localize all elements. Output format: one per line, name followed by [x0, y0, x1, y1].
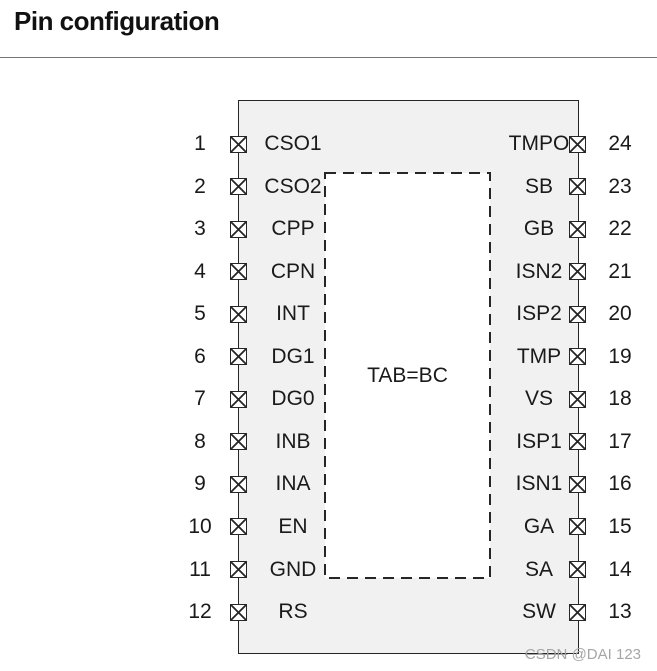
- pin-pad-icon-right: [569, 305, 586, 323]
- pin-label-left: CPN: [270, 259, 316, 283]
- pin-number-right: 20: [608, 302, 632, 326]
- pin-pad-icon-left: [230, 603, 247, 621]
- pin-pad-icon-left: [230, 348, 247, 366]
- pin-pad-icon-right: [569, 220, 586, 238]
- pin-label-right: SW: [522, 600, 556, 624]
- pin-pad-icon-right: [569, 603, 586, 621]
- pin-pad-icon-right: [569, 348, 586, 366]
- pin-row: 5 INT ISP2 20: [0, 293, 657, 335]
- pin-label-right: VS: [524, 387, 553, 411]
- pin-pad-icon-left: [230, 305, 247, 323]
- pin-pad-icon-left: [230, 390, 247, 408]
- tab-label: TAB=BC: [367, 363, 448, 387]
- pin-label-right: ISN2: [515, 259, 563, 283]
- pin-label-left: DG0: [271, 387, 315, 411]
- pin-label-left: INA: [275, 472, 311, 496]
- pin-number-left: 6: [194, 344, 206, 368]
- pin-label-right: SA: [524, 557, 553, 581]
- pin-label-right: TMP: [516, 344, 562, 368]
- tab-dashed-outline: [322, 170, 493, 581]
- watermark-user: @DAI 123: [567, 646, 641, 663]
- pin-label-left: RS: [278, 600, 308, 624]
- pin-row: 6 DG1 TMP 19: [0, 336, 657, 378]
- watermark: CSDN @DAI 123: [450, 646, 641, 663]
- pin-pad-icon-left: [230, 178, 247, 196]
- title-divider: [0, 57, 657, 58]
- pin-number-right: 21: [608, 259, 632, 283]
- tab-dashed-rect-icon: [324, 172, 491, 579]
- pin-label-left: GND: [269, 557, 317, 581]
- pin-pad-icon-right: [569, 433, 586, 451]
- pin-number-right: 16: [608, 472, 632, 496]
- pin-pad-icon-left: [230, 220, 247, 238]
- pin-pad-icon-right: [569, 475, 586, 493]
- pin-number-left: 11: [189, 557, 211, 581]
- pin-label-left: EN: [278, 514, 308, 538]
- pin-label-right: GA: [523, 514, 555, 538]
- pin-number-left: 4: [194, 259, 206, 283]
- pin-pad-icon-left: [230, 518, 247, 536]
- pin-number-right: 13: [608, 600, 632, 624]
- pin-number-right: 14: [608, 557, 632, 581]
- pin-number-left: 8: [194, 429, 206, 453]
- pin-pad-icon-right: [569, 178, 586, 196]
- pin-label-left: CSO2: [264, 174, 322, 198]
- pin-pad-icon-right: [569, 518, 586, 536]
- pin-number-right: 24: [608, 132, 632, 155]
- pin-number-right: 17: [608, 429, 632, 453]
- pin-pad-icon-right: [569, 561, 586, 578]
- pin-row: 4 CPN ISN2 21: [0, 251, 657, 293]
- pin-row: 2 CSO2 SB 23: [0, 166, 657, 208]
- pin-row: 12 RS SW 13: [0, 591, 657, 633]
- pin-row: 1 CSO1 TMPO 24: [0, 123, 657, 165]
- pin-number-right: 15: [608, 514, 632, 538]
- pin-label-left: CPP: [271, 217, 315, 241]
- page-title: Pin configuration: [14, 6, 220, 36]
- pin-number-left: 1: [194, 132, 206, 155]
- pin-number-left: 2: [194, 174, 206, 198]
- pin-label-right: ISN1: [515, 472, 563, 496]
- pin-row: 10 EN GA 15: [0, 506, 657, 548]
- pin-number-right: 23: [608, 174, 632, 198]
- pin-row: 9 INA ISN1 16: [0, 463, 657, 505]
- pin-label-right: GB: [523, 217, 555, 241]
- pin-pad-icon-left: [230, 263, 247, 281]
- pin-label-right: ISP2: [516, 302, 562, 326]
- pin-number-right: 18: [608, 387, 632, 411]
- pin-label-right: ISP1: [516, 429, 562, 453]
- pin-label-left: INB: [275, 429, 311, 453]
- pin-label-right: TMPO: [508, 132, 570, 155]
- pin-number-left: 7: [194, 387, 206, 411]
- pin-row: 8 INB ISP1 17: [0, 421, 657, 463]
- pin-label-left: CSO1: [264, 132, 322, 155]
- pin-pad-icon-left: [230, 433, 247, 451]
- pin-label-right: SB: [524, 174, 553, 198]
- pin-pad-icon-right: [569, 390, 586, 408]
- pin-number-left: 5: [194, 302, 206, 326]
- pin-number-left: 10: [188, 514, 212, 538]
- pin-number-right: 22: [608, 217, 632, 241]
- pin-pad-icon-right: [569, 263, 586, 281]
- pin-label-left: INT: [276, 302, 310, 326]
- pin-row: 3 CPP GB 22: [0, 208, 657, 250]
- pin-number-right: 19: [608, 344, 632, 368]
- pin-row: 11 GND SA 14: [0, 549, 657, 591]
- pin-pad-icon-right: [569, 135, 586, 153]
- pin-number-left: 9: [194, 472, 206, 496]
- pin-number-left: 12: [188, 600, 212, 624]
- pin-label-left: DG1: [271, 344, 315, 368]
- watermark-brand: CSDN: [524, 646, 568, 663]
- pin-pad-icon-left: [230, 135, 247, 153]
- pin-row: 7 DG0 VS 18: [0, 378, 657, 420]
- pin-pad-icon-left: [230, 561, 247, 578]
- pin-pad-icon-left: [230, 475, 247, 493]
- pin-number-left: 3: [194, 217, 206, 241]
